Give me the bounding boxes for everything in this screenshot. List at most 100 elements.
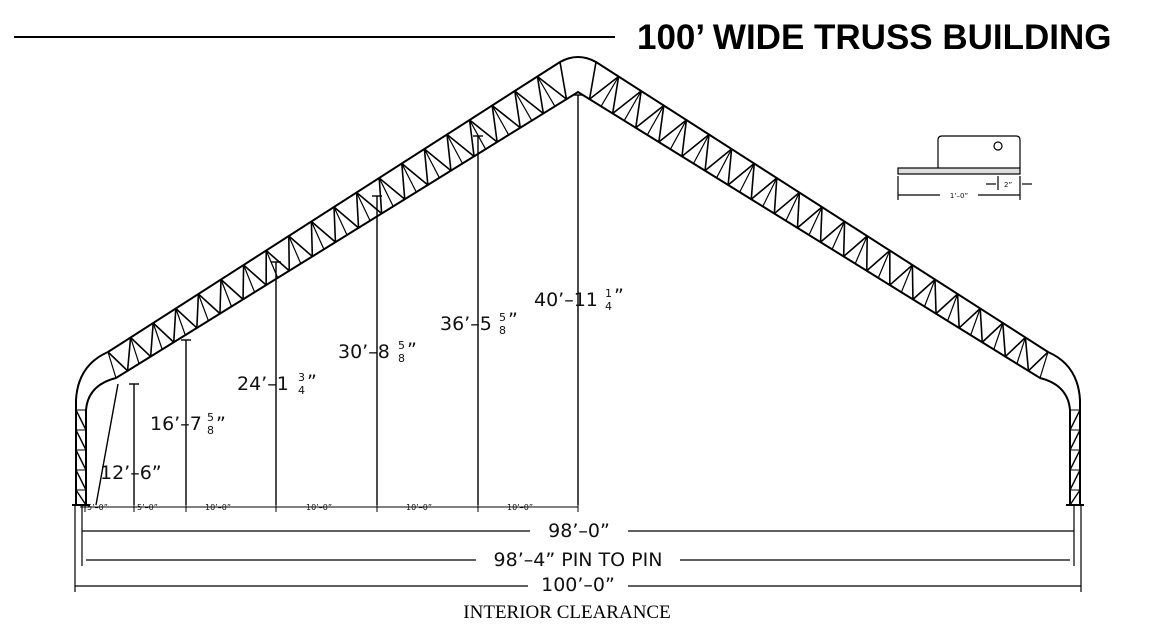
spacing-label-5: 10’–0” (406, 503, 432, 512)
clearance-5-den: 8 (499, 324, 506, 337)
right-slope-web-b-5 (912, 265, 913, 299)
right-leg-web-2 (1070, 450, 1080, 470)
clearance-6-den: 4 (605, 300, 612, 313)
dim-outer-label: 100’–0” (541, 574, 615, 596)
right-slope-web-b-2 (980, 309, 982, 343)
left-slope-web-b-3 (197, 294, 199, 328)
right-slope-web-v-10 (809, 207, 822, 235)
right-slope-web-v-8 (855, 236, 867, 264)
clearance-label-4: 30’–8 5 8 ” (338, 339, 417, 365)
right-slope-web-b-9 (821, 207, 822, 242)
left-slope-web-v-9 (311, 222, 324, 250)
clearance-label-1: 12’–6” (100, 462, 162, 484)
clearance-2-suffix: ” (216, 413, 226, 435)
right-leg-web-3 (1070, 470, 1080, 490)
left-leg-web-1 (76, 430, 86, 450)
right-slope-web-b-0 (1025, 338, 1028, 371)
clearance-label-2: 16’–7 5 8 ” (150, 411, 226, 437)
right-slope-web-b-3 (958, 294, 960, 328)
left-slope-web-b-1 (151, 323, 154, 357)
right-slope-web-b-8 (844, 222, 845, 257)
clearance-3-den: 4 (298, 384, 305, 397)
left-slope-web-a-15 (447, 135, 474, 157)
right-slope-web-a-17 (636, 106, 664, 128)
left-slope-web-b-2 (174, 309, 176, 343)
svg-text:40’–11: 40’–11 (534, 289, 598, 311)
left-slope-web-b-9 (334, 207, 335, 242)
base-plate-detail (898, 136, 1032, 200)
left-slope-web-a-8 (289, 236, 313, 256)
spacing-label-1: 5’–0” (87, 503, 108, 512)
page-title: 100’ WIDE TRUSS BUILDING (637, 18, 1112, 57)
left-slope-web-a-6 (244, 265, 267, 285)
svg-text:36’–5: 36’–5 (440, 313, 492, 335)
right-slope-web-a-13 (728, 164, 754, 185)
svg-text:30’–8: 30’–8 (338, 341, 390, 363)
left-slope-web-a-16 (470, 120, 498, 142)
clearance-4-num: 5 (398, 339, 405, 352)
left-slope-web-b-4 (220, 280, 221, 314)
right-slope-web-a-10 (797, 207, 822, 228)
clearance-4-den: 8 (398, 352, 405, 365)
left-slope-web-a-19 (537, 77, 566, 100)
left-slope-web-a-14 (424, 149, 451, 171)
right-slope-web-a-19 (590, 77, 619, 100)
right-slope-web-a-14 (705, 149, 732, 171)
right-slope-web-a-9 (821, 222, 845, 243)
left-leg-web-2 (76, 450, 86, 470)
left-slope-web-a-12 (379, 178, 405, 199)
clearance-2-value: 16’–7 (150, 413, 202, 435)
clearance-1-value: 12’–6” (100, 462, 162, 484)
right-slope-web-a-15 (682, 135, 709, 157)
clearance-lines (96, 95, 583, 505)
detail-offset-label: 2” (1004, 181, 1012, 189)
right-slope-web-b-19 (590, 62, 596, 99)
right-leg-web-4 (1070, 490, 1080, 505)
clearance-5-num: 5 (499, 311, 506, 324)
svg-text:12’–6”: 12’–6” (100, 462, 162, 484)
left-slope-web-b-5 (243, 265, 244, 299)
clearance-3-num: 3 (298, 371, 305, 384)
detail-plate-outline (938, 136, 1020, 168)
spacing-label-2: 5’–0” (137, 503, 158, 512)
left-leg-web-0 (76, 410, 86, 430)
svg-text:16’–7: 16’–7 (150, 413, 202, 435)
right-slope-web-a-12 (751, 178, 777, 199)
clearance-4-suffix: ” (407, 339, 417, 361)
right-leg-web-1 (1070, 430, 1080, 450)
clearance-6-num: 1 (605, 287, 612, 300)
left-inner-slope-line (96, 384, 118, 505)
left-slope-web-a-7 (266, 251, 289, 271)
left-slope-web-b-8 (311, 222, 312, 257)
right-slope-web-b-15 (682, 120, 686, 156)
interior-clearance-caption: INTERIOR CLEARANCE (463, 602, 670, 623)
spacing-label-6: 10’–0” (507, 503, 533, 512)
left-slope-web-b-10 (357, 193, 359, 228)
spacing-label-3: 10’–0” (205, 503, 231, 512)
clearance-3-value: 24’–1 (237, 373, 289, 395)
right-slope-web-b-4 (935, 280, 936, 314)
clearance-label-3: 24’–1 3 4 ” (237, 371, 317, 397)
right-slope-web-a-6 (890, 265, 913, 285)
detail-base-plate (898, 168, 1020, 174)
left-slope-web-v-10 (334, 207, 347, 235)
left-slope-web-b-19 (560, 62, 566, 99)
spacing-label-4: 10’–0” (306, 503, 332, 512)
left-slope-web-v-8 (289, 236, 301, 264)
clearance-4-value: 30’–8 (338, 341, 390, 363)
svg-text:24’–1: 24’–1 (237, 373, 289, 395)
left-slope-web-a-17 (492, 106, 520, 128)
right-slope-web-a-8 (844, 236, 868, 256)
dim-inner-label: 98’–0” (548, 520, 610, 542)
clearance-2-den: 8 (207, 424, 214, 437)
clearance-label-5: 36’–5 5 8 ” (440, 309, 518, 337)
clearance-6-suffix: ” (614, 285, 624, 307)
clearance-5-suffix: ” (508, 309, 518, 331)
left-slope-web-a-13 (402, 164, 428, 185)
right-leg-web-0 (1070, 410, 1080, 430)
left-leg-web-3 (76, 470, 86, 490)
detail-width-label: 1’–0” (950, 192, 968, 200)
left-slope-web-b-0 (128, 338, 131, 371)
detail-bolt-hole (994, 142, 1002, 150)
